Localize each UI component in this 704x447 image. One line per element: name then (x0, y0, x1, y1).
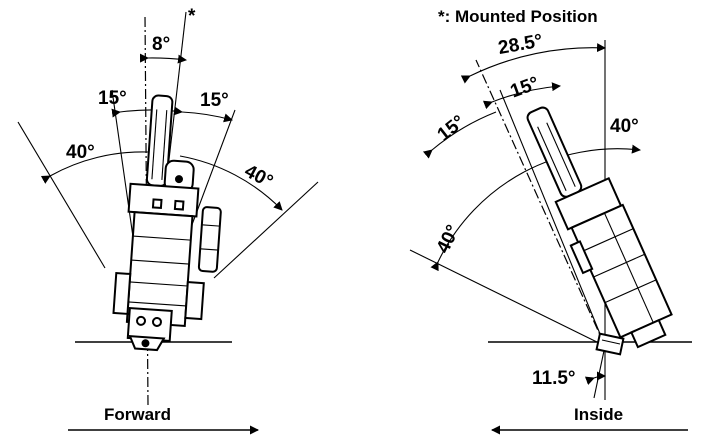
forward-caption: Forward (104, 405, 171, 424)
right-angle-40-right: 40° (610, 116, 639, 137)
right-mount-foot (595, 332, 625, 356)
right-40deg-arc-right (523, 144, 641, 173)
right-tilt-line (593, 345, 606, 399)
right-base (630, 318, 667, 349)
left-device (112, 94, 222, 352)
left-40deg-arc-left (40, 151, 149, 184)
left-8deg-arc (139, 53, 187, 64)
left-angle-8: 8° (152, 34, 170, 55)
left-40-left-line (17, 121, 106, 269)
right-11-5deg-arc (584, 371, 606, 386)
right-40deg-arc-left (430, 171, 525, 272)
left-40-right-line (213, 181, 319, 279)
right-angle-15-left: 15° (434, 112, 470, 146)
left-side-block (112, 271, 132, 315)
right-15deg-arc-left (422, 111, 497, 159)
left-mounted-marker: * (188, 6, 196, 27)
left-15deg-arc-right (181, 111, 233, 123)
right-angle-11-5: 11.5° (532, 368, 576, 389)
legend-text: *: Mounted Position (438, 7, 598, 26)
right-device (526, 106, 673, 349)
left-vertical-reference (144, 14, 149, 406)
left-40deg-arc-right (179, 155, 283, 211)
inside-caption: Inside (574, 405, 623, 424)
right-28-5deg-arc (460, 43, 606, 84)
right-15-line (499, 89, 606, 347)
right-view: *: Mounted Position (409, 7, 692, 435)
left-angle-40-left: 40° (66, 142, 95, 163)
left-angle-15-right: 15° (200, 90, 229, 111)
right-angle-28-5: 28.5° (497, 31, 545, 59)
left-side-switch (197, 206, 222, 273)
right-40-left-line (409, 249, 606, 347)
right-15deg-arc-top (482, 82, 561, 110)
right-angle-15-top: 15° (508, 73, 542, 103)
left-view: * 8° 15° 15° 40° 40° Forward (17, 6, 319, 435)
left-angle-15-left: 15° (98, 88, 127, 109)
left-angle-40-right: 40° (241, 161, 276, 193)
